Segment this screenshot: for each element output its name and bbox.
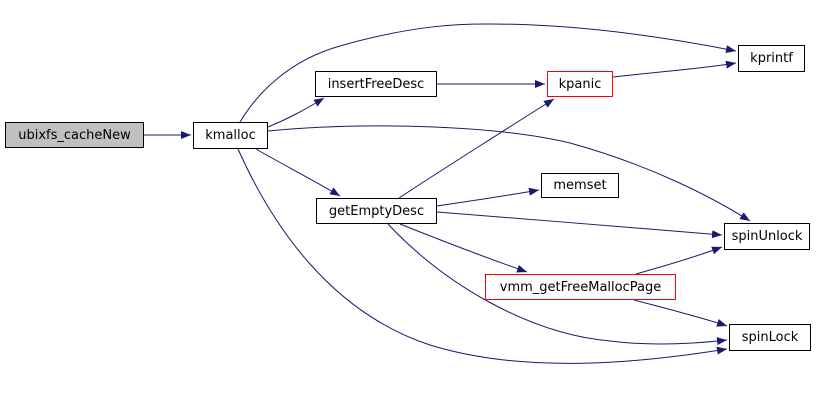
node-getEmptyDesc[interactable]: getEmptyDesc [316, 198, 437, 224]
edge-getEmptyDesc-to-vmm_getFreeMallocPage [399, 223, 528, 273]
edge-kmalloc-to-spinUnlock [267, 125, 751, 222]
edge-getEmptyDesc-to-spinUnlock [436, 211, 723, 239]
edge-getEmptyDesc-to-memset [436, 187, 540, 207]
edge-kmalloc-to-spinLock [237, 148, 728, 364]
edge-kmalloc-to-getEmptyDesc [255, 148, 341, 197]
node-kpanic[interactable]: kpanic [547, 71, 613, 97]
node-kprintf[interactable]: kprintf [738, 45, 805, 72]
node-memset[interactable]: memset [541, 173, 619, 198]
node-ubixfs_cacheNew: ubixfs_cacheNew [5, 122, 144, 148]
node-vmm_getFreeMallocPage[interactable]: vmm_getFreeMallocPage [485, 274, 676, 300]
edge-kmalloc-to-kprintf [239, 23, 737, 123]
node-spinLock[interactable]: spinLock [729, 324, 811, 351]
edge-getEmptyDesc-to-spinLock [387, 223, 728, 346]
edge-kpanic-to-kprintf [612, 60, 737, 78]
edge-kmalloc-to-insertFreeDesc [267, 97, 325, 128]
edge-getEmptyDesc-to-kpanic [398, 98, 555, 199]
edge-vmm_getFreeMallocPage-to-spinLock [633, 299, 728, 327]
node-insertFreeDesc[interactable]: insertFreeDesc [315, 71, 437, 97]
edge-vmm_getFreeMallocPage-to-spinUnlock [635, 246, 723, 275]
node-spinUnlock[interactable]: spinUnlock [724, 223, 810, 250]
node-kmalloc[interactable]: kmalloc [193, 122, 268, 149]
